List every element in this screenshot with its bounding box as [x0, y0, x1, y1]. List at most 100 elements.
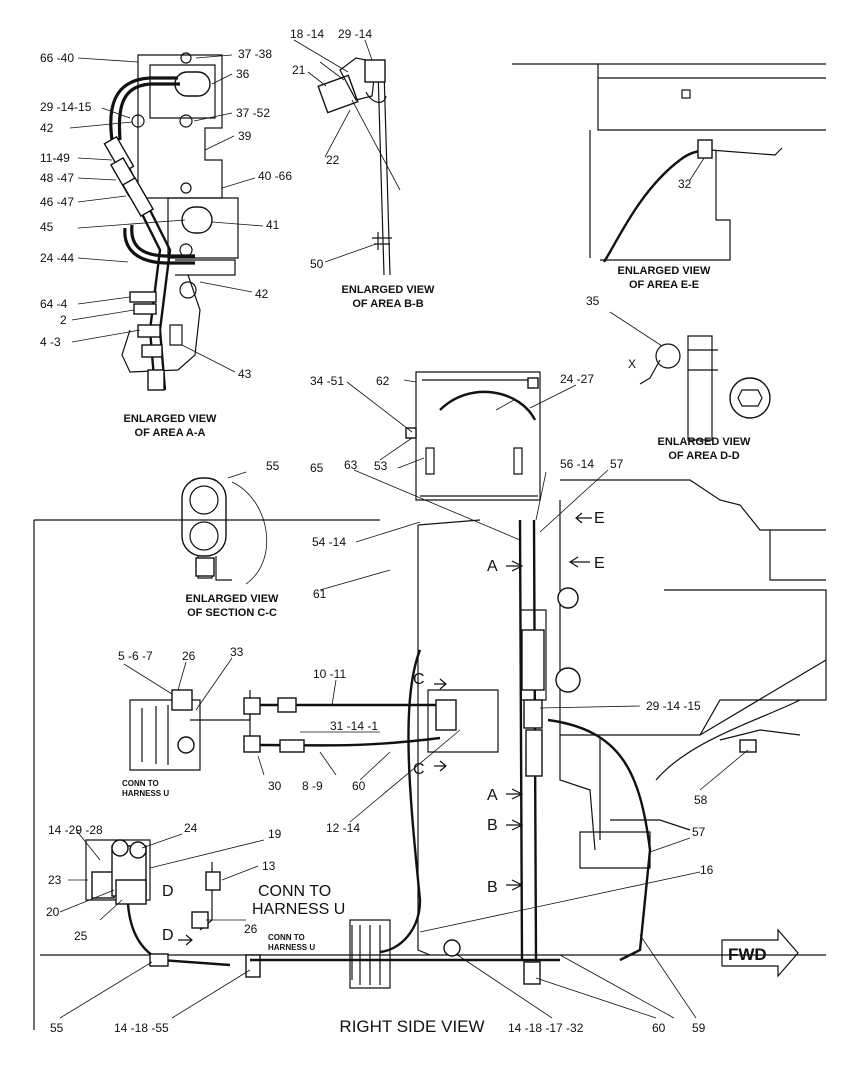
view-b-b-title-2: OF AREA B-B [352, 298, 423, 310]
fitting-2 [133, 303, 157, 315]
label-24-44: 24 -44 [40, 251, 74, 265]
connector-58 [739, 739, 757, 753]
plate-42 [175, 259, 236, 276]
label-29-14-15: 29 -14-15 [40, 100, 92, 114]
page-title: RIGHT SIDE VIEW [339, 1017, 484, 1036]
label-35: 35 [586, 294, 600, 308]
label-24-27: 24 -27 [560, 372, 594, 386]
label-29-14: 29 -14 [338, 27, 372, 41]
label-65: 65 [310, 461, 324, 475]
label-14-18-55: 14 -18 -55 [114, 1021, 169, 1035]
label-36: 36 [236, 67, 250, 81]
label-61: 61 [313, 587, 327, 601]
conn-note-large-2: HARNESS U [252, 901, 345, 918]
label-2: 2 [60, 313, 67, 327]
bolt-37b [179, 114, 193, 128]
view-e-e: 32 ENLARGED VIEW OF AREA E-E [512, 63, 826, 291]
label-23: 23 [48, 873, 62, 887]
label-30: 30 [268, 779, 282, 793]
label-55-cc: 55 [266, 459, 280, 473]
label-37-52: 37 -52 [236, 106, 270, 120]
label-22: 22 [326, 153, 340, 167]
label-45: 45 [40, 220, 54, 234]
nut-29 [364, 59, 386, 83]
label-x: X [628, 357, 636, 371]
wire-loop [365, 91, 387, 103]
label-12-14: 12 -14 [326, 821, 360, 835]
view-a-a-title-1: ENLARGED VIEW [124, 413, 218, 425]
view-d-d: 35 X ENLARGED VIEW OF AREA D-D [586, 294, 771, 462]
label-33: 33 [230, 645, 244, 659]
view-a-a-title-2: OF AREA A-A [135, 427, 206, 439]
section-e-upper: E [594, 510, 605, 527]
fitting-46 [121, 176, 155, 218]
hose-vertical [518, 519, 524, 961]
frame-rail [377, 69, 385, 276]
slot-43 [169, 324, 183, 346]
label-20: 20 [46, 905, 60, 919]
bracket-box [349, 919, 391, 989]
valve-c [427, 689, 499, 753]
label-54-14: 54 -14 [312, 535, 346, 549]
label-56-14: 56 -14 [560, 457, 594, 471]
view-b-b-title-1: ENLARGED VIEW [342, 284, 436, 296]
clip-35 [655, 343, 681, 369]
label-8-9: 8 -9 [302, 779, 323, 793]
frame-d [687, 335, 713, 441]
label-48-47: 48 -47 [40, 171, 74, 185]
label-55-main: 55 [50, 1021, 64, 1035]
conn-note-a-1: CONN TO [122, 779, 159, 788]
label-41: 41 [266, 218, 280, 232]
fwd-label: FWD [728, 945, 767, 964]
hose-upper-b [109, 76, 178, 141]
section-b-lower: B [487, 879, 498, 896]
fitting-4 [137, 324, 161, 338]
view-e-e-title-1: ENLARGED VIEW [618, 265, 712, 277]
label-14-18-17-32: 14 -18 -17 -32 [508, 1021, 584, 1035]
bracket-43 [121, 274, 201, 373]
section-e-lower: E [594, 555, 605, 572]
label-46-47: 46 -47 [40, 195, 74, 209]
frame-top [512, 63, 826, 131]
section-d-upper: D [162, 883, 174, 900]
hose-upper [117, 82, 180, 141]
hose-lower-b [123, 227, 195, 265]
label-43: 43 [238, 367, 252, 381]
label-66-40: 66 -40 [40, 51, 74, 65]
section-c-upper: C [413, 671, 425, 688]
label-53: 53 [374, 459, 388, 473]
label-50: 50 [310, 257, 324, 271]
label-10-11: 10 -11 [313, 667, 346, 681]
clip-32 [697, 139, 713, 159]
hose-lower [130, 224, 195, 258]
label-64-4: 64 -4 [40, 297, 68, 311]
clamp-14-18-17-32 [443, 939, 461, 957]
section-b-upper: B [487, 817, 498, 834]
view-c-c: 55 ENLARGED VIEW OF SECTION C-C [181, 459, 280, 619]
label-4-3: 4 -3 [40, 335, 61, 349]
label-60a: 60 [352, 779, 366, 793]
label-26a: 26 [182, 649, 196, 663]
bolt-29 [131, 114, 145, 128]
clamp-60 [523, 961, 541, 985]
view-d-d-title-2: OF AREA D-D [668, 450, 739, 462]
view-a-a: 66 -40 37 -38 36 29 -14-15 37 -52 42 39 … [40, 47, 292, 439]
bracket-plate [149, 64, 216, 119]
label-16: 16 [700, 863, 714, 877]
wire-e [602, 148, 711, 263]
label-13: 13 [262, 859, 276, 873]
label-57b: 57 [692, 825, 706, 839]
tank-61 [417, 525, 431, 956]
valve-block [521, 629, 545, 691]
bolt-d [729, 377, 771, 419]
clamp-55 [181, 477, 227, 557]
fitting-64 [129, 291, 157, 303]
view-e-e-title-2: OF AREA E-E [629, 279, 699, 291]
fitting-3 [141, 344, 163, 358]
label-5-6-7: 5 -6 -7 [118, 649, 153, 663]
conn-note-large-1: CONN TO [258, 883, 331, 900]
conn-note-a-2: HARNESS U [122, 789, 169, 798]
label-62: 62 [376, 374, 390, 388]
label-32: 32 [678, 177, 692, 191]
